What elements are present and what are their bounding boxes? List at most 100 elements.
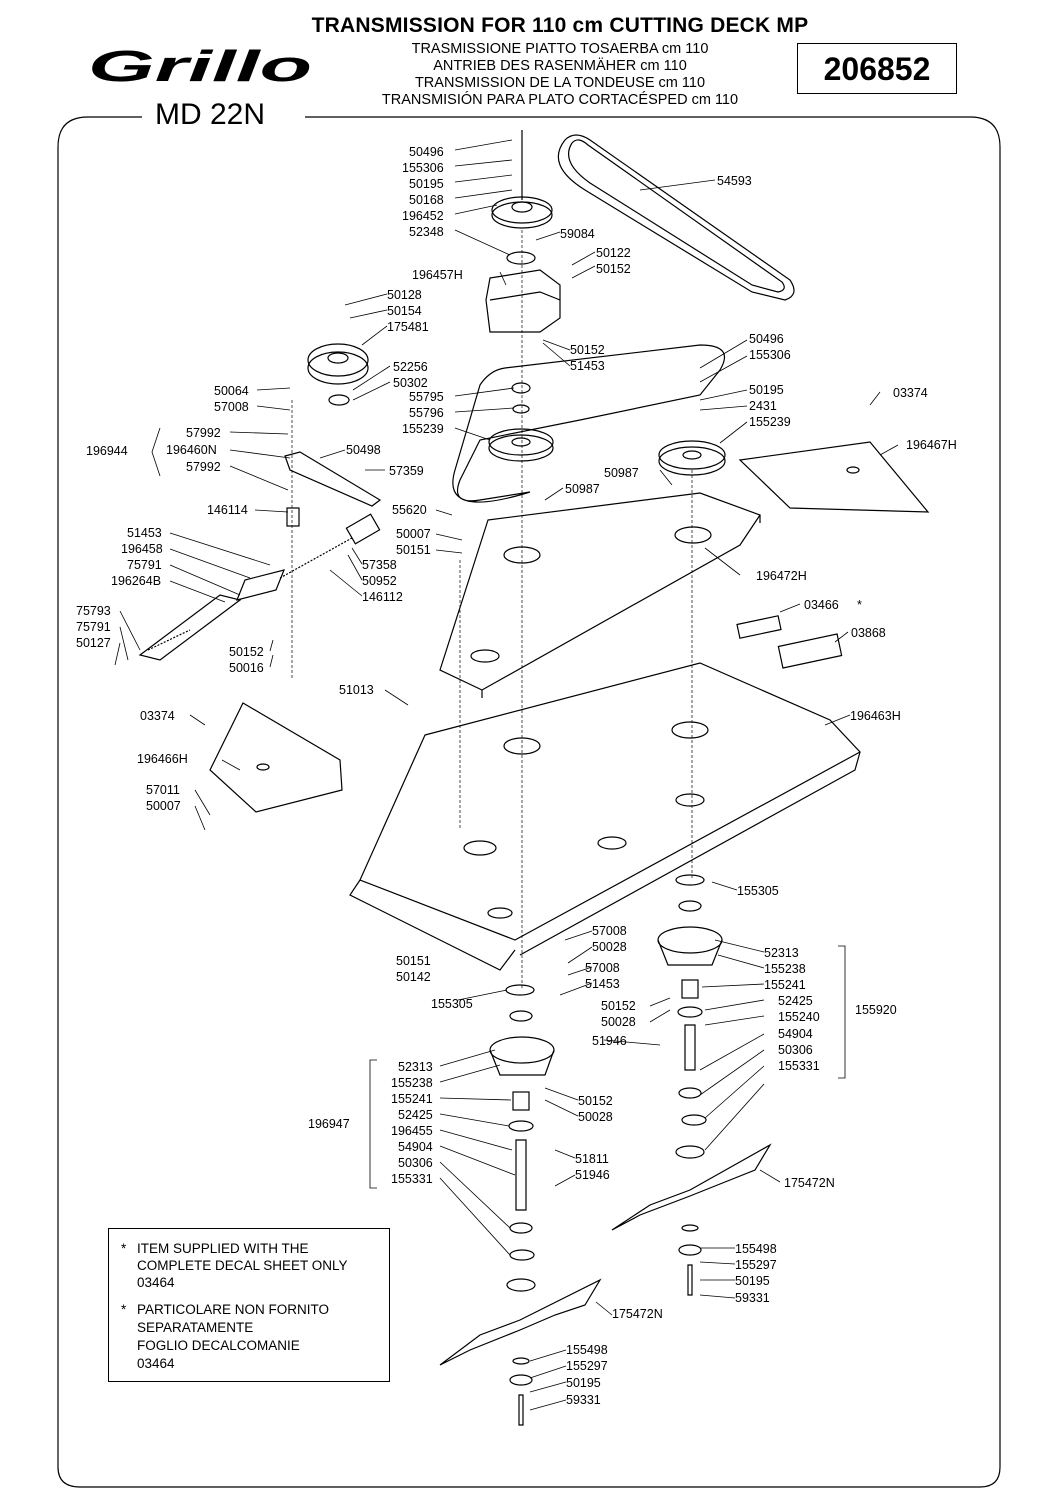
part-label: 51946 xyxy=(592,1034,627,1048)
part-label: 196264B xyxy=(111,574,162,588)
threaded-rod xyxy=(279,537,353,579)
support-bracket xyxy=(485,269,561,333)
decal-03868 xyxy=(777,633,843,669)
part-label: 75791 xyxy=(76,620,111,634)
notes-box: * ITEM SUPPLIED WITH THE COMPLETE DECAL … xyxy=(108,1228,390,1382)
part-label: 50152 xyxy=(229,645,264,659)
part-label: 57359 xyxy=(389,464,424,478)
frame-border xyxy=(57,116,1001,1488)
part-label: 50007 xyxy=(396,527,431,541)
part-label: 155241 xyxy=(391,1092,433,1106)
part-label: 196466H xyxy=(137,752,188,766)
part-label: 57358 xyxy=(362,558,397,572)
part-label: 75793 xyxy=(76,604,111,618)
part-label: 57008 xyxy=(585,961,620,975)
part-label: 52425 xyxy=(398,1108,433,1122)
part-label: 50016 xyxy=(229,661,264,675)
part-label: 57011 xyxy=(146,783,180,797)
part-label: 50142 xyxy=(396,970,431,984)
part-label: 50952 xyxy=(362,574,397,588)
part-label: 55795 xyxy=(409,390,444,404)
part-label: 196472H xyxy=(756,569,807,583)
note-it-line: 03464 xyxy=(137,1356,175,1371)
part-label: 155238 xyxy=(391,1076,433,1090)
part-label: 51453 xyxy=(127,526,162,540)
blade-left xyxy=(439,1278,602,1366)
part-label: 155331 xyxy=(778,1059,820,1073)
part-label: 50151 xyxy=(396,954,431,968)
part-label: 51453 xyxy=(585,977,620,991)
page-title: TRANSMISSION FOR 110 cm CUTTING DECK MP xyxy=(311,14,809,37)
right-cover xyxy=(738,441,930,513)
subtitle-de: ANTRIEB DES RASENMÄHER cm 110 xyxy=(433,58,687,74)
pulley-right xyxy=(658,440,726,476)
part-label: 50498 xyxy=(346,443,381,457)
part-label: 57992 xyxy=(186,426,221,440)
note-en-line: 03464 xyxy=(137,1275,175,1290)
note-it-line: PARTICOLARE NON FORNITO xyxy=(137,1302,330,1317)
pulley-upper xyxy=(491,130,553,229)
part-label: 51453 xyxy=(570,359,605,373)
subtitle-es: TRANSMISIÓN PARA PLATO CORTACÉSPED cm 11… xyxy=(381,92,739,108)
part-label: 196463H xyxy=(850,709,901,723)
part-label: 50195 xyxy=(735,1274,770,1288)
part-label: 50496 xyxy=(749,332,784,346)
part-label: 50154 xyxy=(387,304,422,318)
part-label: 50152 xyxy=(601,999,636,1013)
belt-lower xyxy=(452,344,725,503)
leader-lines xyxy=(114,139,899,1411)
part-label: 03868 xyxy=(851,626,886,640)
part-label: 59331 xyxy=(566,1393,601,1407)
part-label: 2431 xyxy=(749,399,777,413)
part-label: 50195 xyxy=(566,1376,601,1390)
part-label: 03374 xyxy=(140,709,175,723)
upper-cover xyxy=(439,492,761,691)
part-label: 50152 xyxy=(596,262,631,276)
part-label: 155241 xyxy=(764,978,806,992)
part-label: 50195 xyxy=(409,177,444,191)
part-label: 57992 xyxy=(186,460,221,474)
brand-logo-text: Grillo xyxy=(88,48,312,88)
part-label: 03466 xyxy=(804,598,839,612)
part-label: 50987 xyxy=(604,466,639,480)
part-label: 50128 xyxy=(387,288,422,302)
tensioner-arm xyxy=(284,451,382,507)
part-label: 50987 xyxy=(565,482,600,496)
part-label: 196452 xyxy=(402,209,444,223)
part-label: 155238 xyxy=(764,962,806,976)
part-label: 155297 xyxy=(566,1359,608,1373)
subtitle-fr: TRANSMISSION DE LA TONDEUSE cm 110 xyxy=(414,75,706,91)
pulley-left xyxy=(307,343,369,385)
part-label: 57008 xyxy=(592,924,627,938)
subtitle-it: TRASMISSIONE PIATTO TOSAERBA cm 110 xyxy=(411,41,709,57)
part-label: 54593 xyxy=(717,174,752,188)
part-label: 50168 xyxy=(409,193,444,207)
part-label: 54904 xyxy=(398,1140,433,1154)
part-label: 146114 xyxy=(207,503,248,517)
part-label: 50306 xyxy=(398,1156,433,1170)
part-label: 196457H xyxy=(412,268,463,282)
part-label: 196467H xyxy=(906,438,957,452)
part-label: 155920 xyxy=(855,1003,897,1017)
part-label: 155331 xyxy=(391,1172,433,1186)
part-label: 196455 xyxy=(391,1124,433,1138)
spindle-right xyxy=(657,874,723,1159)
part-label: 155305 xyxy=(431,997,473,1011)
part-label: 50064 xyxy=(214,384,249,398)
part-label: 50028 xyxy=(578,1110,613,1124)
part-label: 59331 xyxy=(735,1291,770,1305)
note-en-line: COMPLETE DECAL SHEET ONLY xyxy=(137,1258,348,1273)
note-it-line: FOGLIO DECALCOMANIE xyxy=(137,1338,300,1353)
part-label: 59084 xyxy=(560,227,595,241)
part-label: 50496 xyxy=(409,145,444,159)
part-label: 50306 xyxy=(778,1043,813,1057)
part-label: 196944 xyxy=(86,444,128,458)
part-label: 03374 xyxy=(893,386,928,400)
part-label: 52313 xyxy=(398,1060,433,1074)
part-label: 155305 xyxy=(737,884,779,898)
part-label: 52313 xyxy=(764,946,799,960)
part-label: 51811 xyxy=(575,1152,609,1166)
part-label: 52425 xyxy=(778,994,813,1008)
part-label: 54904 xyxy=(778,1027,813,1041)
